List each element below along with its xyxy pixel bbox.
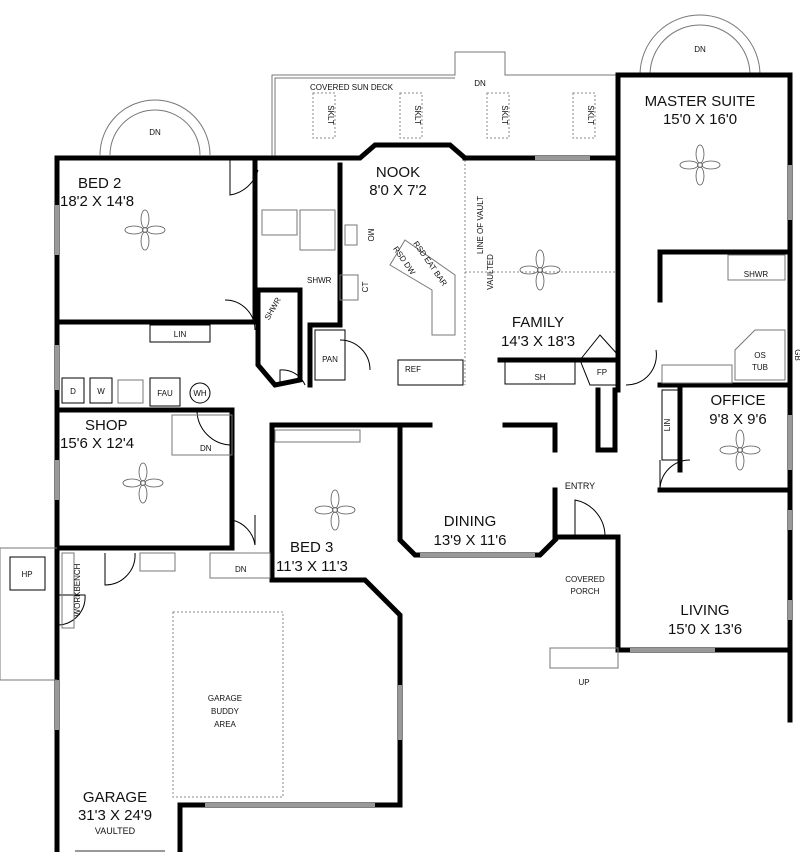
porch-up-label: UP xyxy=(578,678,589,687)
ceiling-fan-icon xyxy=(124,209,166,251)
entry-name: ENTRY xyxy=(565,481,595,491)
family-dims: 14'3 X 18'3 xyxy=(501,333,575,350)
master-deck-arc xyxy=(639,14,761,76)
ceiling-fan-icon xyxy=(122,462,164,504)
linen-label: LIN xyxy=(174,330,187,339)
vanity xyxy=(661,364,733,384)
workbench-label: WORKBENCH xyxy=(73,563,82,616)
skylight xyxy=(399,92,423,139)
master-suite-dims: 15'0 X 16'0 xyxy=(663,111,737,128)
eat-bar xyxy=(389,239,456,336)
buddy-label-2: BUDDY xyxy=(211,707,240,716)
office-name: OFFICE xyxy=(711,392,766,409)
workbench xyxy=(61,552,75,629)
master-shower xyxy=(727,254,786,281)
porch-steps xyxy=(549,647,619,669)
bed2-name: BED 2 xyxy=(78,175,121,192)
buddy-label-3: AREA xyxy=(214,720,236,729)
garage-buddy-area xyxy=(172,611,284,798)
skylight-label: SKLT xyxy=(500,105,509,125)
glass-block-label: GB xyxy=(793,349,800,361)
skylight xyxy=(312,92,336,139)
shop-name: SHOP xyxy=(85,417,128,434)
nook-dims: 8'0 X 7'2 xyxy=(369,182,426,199)
tub-label-os: OS xyxy=(754,351,766,360)
porch-label-2: PORCH xyxy=(571,587,600,596)
buddy-label-1: GARAGE xyxy=(208,694,242,703)
master-deck-dn-label: DN xyxy=(694,45,706,54)
windows xyxy=(55,156,792,852)
washer-label: W xyxy=(97,387,105,396)
dining-name: DINING xyxy=(444,513,497,530)
shelves-label: SH xyxy=(534,373,545,382)
water-heater-label: WH xyxy=(193,389,207,398)
garage-note: VAULTED xyxy=(95,826,136,836)
ceiling-fans xyxy=(122,144,761,531)
master-suite-name: MASTER SUITE xyxy=(645,93,756,110)
refrigerator xyxy=(397,359,464,386)
furnace xyxy=(149,377,181,407)
garage-stairs xyxy=(209,552,271,579)
linen-closet xyxy=(149,324,211,343)
bed2-deck-dn-label: DN xyxy=(149,128,161,137)
living-dims: 15'0 X 13'6 xyxy=(668,621,742,638)
sun-deck: COVERED SUN DECK SKLT SKLT SKLT SKLT DN xyxy=(271,51,618,158)
skylight-label: SKLT xyxy=(326,105,335,125)
washer xyxy=(89,377,113,404)
furnace-label: FAU xyxy=(157,389,173,398)
office-dims: 9'8 X 9'6 xyxy=(709,411,766,428)
pantry xyxy=(314,329,346,381)
living-name: LIVING xyxy=(680,602,729,619)
family-name: FAMILY xyxy=(512,314,564,331)
office-linen-label: LIN xyxy=(663,419,672,432)
microwave-label: MO xyxy=(366,229,375,242)
heat-pump-label: HP xyxy=(21,570,32,579)
dishwasher-label: RSD DW xyxy=(391,245,417,277)
heat-pump xyxy=(9,556,46,591)
skylight-label: SKLT xyxy=(413,105,422,125)
water-heater xyxy=(189,382,211,404)
fireplace-label: FP xyxy=(597,368,607,377)
bed2-shower-label: SHWR xyxy=(307,276,332,285)
cooktop-label: CT xyxy=(361,282,370,293)
ceiling-fan-icon xyxy=(679,144,721,186)
skylight xyxy=(572,92,596,139)
ceiling-fan-icon xyxy=(519,249,561,291)
skylight xyxy=(486,92,510,139)
dryer xyxy=(61,377,85,404)
laundry-sink xyxy=(117,379,144,404)
ceiling-fan-icon xyxy=(314,489,356,531)
shop-dims: 15'6 X 12'4 xyxy=(60,435,134,452)
line-of-vault-label: LINE OF VAULT xyxy=(476,196,485,254)
bed3-dims: 11'3 X 11'3 xyxy=(276,558,348,575)
shelves xyxy=(504,361,576,385)
ceiling-fan-icon xyxy=(719,429,761,471)
stairs-down-label: DN xyxy=(474,79,486,88)
garage-stairs-dn-label: DN xyxy=(235,565,247,574)
porch-label-1: COVERED xyxy=(565,575,605,584)
sun-deck-label: COVERED SUN DECK xyxy=(310,83,394,92)
oval-tub xyxy=(734,329,786,381)
office-linen xyxy=(661,389,679,461)
hall-shower-label: SHWR xyxy=(263,296,283,322)
bed2-deck-arc xyxy=(99,99,211,156)
skylight-label: SKLT xyxy=(586,105,595,125)
pantry-label: PAN xyxy=(322,355,338,364)
refrigerator-label: REF xyxy=(405,365,421,374)
room-labels: MASTER SUITE 15'0 X 16'0 BED 2 18'2 X 14… xyxy=(60,93,767,836)
bed3-name: BED 3 xyxy=(290,539,333,556)
fireplace xyxy=(579,334,619,386)
shop-stairs-dn-label: DN xyxy=(200,444,212,453)
dining-dims: 13'9 X 11'6 xyxy=(433,532,506,549)
shop-stairs xyxy=(171,414,233,456)
vaulted-label: VAULTED xyxy=(486,254,495,290)
garage-name: GARAGE xyxy=(83,789,147,806)
garage-dims: 31'3 X 24'9 xyxy=(78,807,152,824)
bed2-dims: 18'2 X 14'8 xyxy=(60,193,134,210)
master-shower-label: SHWR xyxy=(744,270,769,279)
tub-label-tub: TUB xyxy=(752,363,768,372)
dryer-label: D xyxy=(70,387,76,396)
nook-name: NOOK xyxy=(376,164,420,181)
